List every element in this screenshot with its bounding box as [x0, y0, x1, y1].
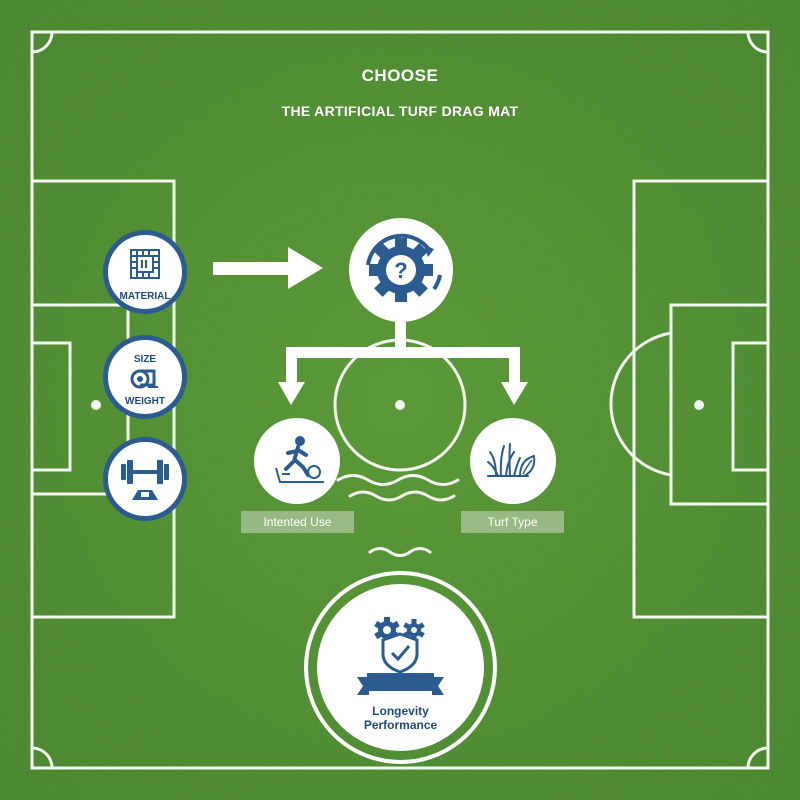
arrow-right [213, 247, 323, 289]
wave-decoration [336, 474, 460, 557]
factor-weight-load-node [103, 437, 187, 521]
factor-material-node: MATERIAL [103, 230, 187, 314]
page-subtitle: THE ARTIFICIAL TURF DRAG MAT [281, 103, 519, 119]
branch-turf-type-node [470, 418, 556, 504]
factor-size-weight-node: SIZE WEIGHT [103, 335, 187, 419]
svg-text:?: ? [394, 258, 407, 283]
gears-shield-check-icon [357, 617, 444, 695]
decision-node: ? [349, 218, 453, 322]
page-title: CHOOSE [361, 66, 439, 85]
pitch-lines [30, 30, 770, 770]
tape-measure-icon [130, 369, 158, 389]
outcome-node: Longevity Performance [304, 571, 497, 764]
factor-weight-label: WEIGHT [125, 396, 165, 407]
grass-blades-icon [487, 443, 536, 477]
pattern-icon [130, 249, 160, 279]
dumbbell-mat-icon [121, 460, 169, 500]
branch-arrows [278, 312, 528, 405]
factor-material-label: MATERIAL [119, 291, 171, 302]
outcome-label-longevity: Longevity [372, 704, 429, 718]
intended-use-label: Intented Use [241, 511, 354, 533]
branch-intended-use-node [254, 418, 340, 504]
player-kicking-ball-icon [275, 436, 324, 483]
factor-size-label: SIZE [133, 354, 157, 365]
gear-question-icon: ? [366, 233, 442, 302]
turf-type-label: Turf Type [461, 511, 564, 533]
outcome-label-performance: Performance [363, 718, 438, 732]
outcome-inner-circle: Longevity Performance [317, 584, 484, 751]
